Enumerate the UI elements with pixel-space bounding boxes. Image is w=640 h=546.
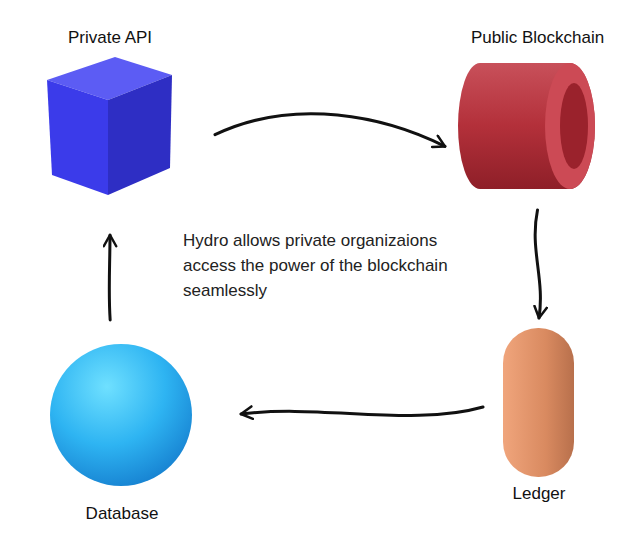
- shape-node: Private API: [40, 28, 180, 200]
- cube-right-face: [108, 75, 172, 195]
- cylinder-hole: [560, 83, 588, 169]
- sphere-body: [50, 344, 192, 486]
- shape-node: Ledger: [498, 326, 580, 506]
- center-note: Hydro allows private organizaions access…: [183, 228, 483, 303]
- capsule-body: [503, 328, 574, 477]
- node-label: Private API: [68, 28, 152, 48]
- cylinder-body: [458, 63, 595, 189]
- node-label: Public Blockchain: [471, 28, 604, 48]
- shape-node: Database: [48, 338, 196, 528]
- cylinder-shape: [455, 26, 620, 198]
- capsule-shape: [498, 326, 580, 506]
- cube-shape: [40, 28, 180, 200]
- node-label: Ledger: [513, 484, 566, 504]
- flow-arrow: [241, 407, 483, 415]
- flow-arrow: [535, 210, 540, 318]
- flow-arrow: [108, 235, 112, 320]
- cylinder-end: [545, 63, 595, 189]
- node-label: Database: [86, 504, 159, 524]
- shape-node: Public Blockchain: [455, 26, 620, 198]
- sphere-shape: [48, 338, 196, 528]
- cube-left-face: [47, 80, 108, 195]
- flow-arrow: [215, 114, 445, 147]
